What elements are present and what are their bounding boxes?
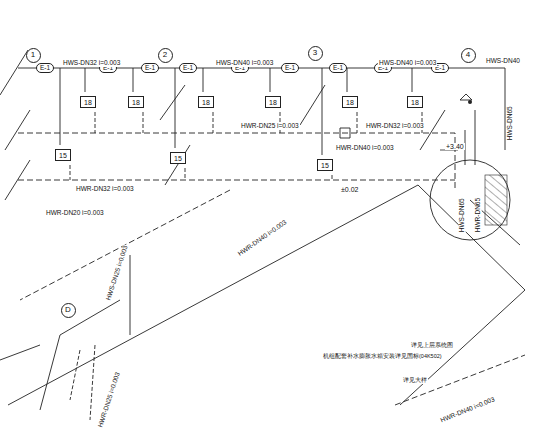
pipe-label: HWS-DN40 i=0.003: [378, 60, 437, 67]
fan-coil-box: 18: [342, 96, 358, 108]
equipment-tag: E-1: [281, 63, 299, 74]
supply-drop: [85, 68, 412, 92]
node-text: 18: [269, 99, 277, 106]
pipe-label: HWR-DN25 i=0.003: [97, 371, 122, 430]
elevation-mark: ±0.02: [340, 186, 359, 193]
pipe-label: HWR-DN65: [475, 197, 482, 233]
pipe-label: HWR-DN40 i=0.003: [236, 218, 289, 258]
pipe-label: HWR-DN25 i=0.003: [240, 123, 300, 130]
node-text: E-1: [333, 65, 343, 72]
equipment-tag: E-1: [329, 63, 347, 74]
node-text: 4: [466, 51, 470, 59]
valve-symbol: [340, 94, 472, 138]
node-text: 2: [163, 51, 167, 59]
pipe-label: HWS-DN65: [507, 105, 514, 141]
note-text: 详见上层系统图: [410, 343, 454, 349]
riser: [465, 110, 475, 165]
node-text: 18: [84, 99, 92, 106]
node-text: E-1: [285, 65, 295, 72]
axis-circle: 2: [158, 48, 173, 63]
pipe-label: HWS-DN32 i=0.003: [62, 60, 121, 67]
node-text: E-1: [145, 65, 155, 72]
pipe-label: HWR-DN40 i=0.003: [439, 396, 497, 424]
pipe: [8, 185, 525, 405]
pipe-label: HWS-DN40: [485, 58, 521, 65]
junction-dot: [468, 100, 472, 104]
pipe-label: HWS-DN65: [459, 197, 466, 233]
node-text: 15: [174, 155, 182, 162]
return-branch: [70, 165, 332, 180]
axis-circle: 3: [308, 46, 323, 61]
node-text: D: [65, 306, 71, 314]
fan-coil-box: 18: [80, 96, 96, 108]
fan-coil-box: 18: [198, 96, 214, 108]
node-text: 18: [202, 99, 210, 106]
return-main: [18, 180, 455, 181]
node-text: E-1: [183, 65, 193, 72]
node-text: E-1: [40, 65, 50, 72]
equipment-tag: E-1: [36, 63, 54, 74]
note-text: 详见大样: [402, 378, 428, 384]
fan-coil-box: 18: [407, 96, 423, 108]
node-text: 15: [321, 162, 329, 169]
fan-coil-box: 18: [128, 96, 144, 108]
pipe-label: HWR-DN20 i=0.003: [45, 210, 105, 217]
pipe: [70, 345, 95, 420]
pipe-label: HWR-DN32 i=0.003: [75, 186, 135, 193]
fan-coil-box: 15: [170, 152, 186, 164]
node-text: 18: [132, 99, 140, 106]
pipe-label: HWS-DN25 i=0.003: [105, 244, 129, 302]
iso-riser: [0, 50, 445, 200]
supply-main: [18, 68, 505, 150]
node-text: 3: [313, 49, 317, 57]
supply-drop: [60, 68, 322, 155]
node-text: 18: [411, 99, 419, 106]
fan-coil-box: 15: [55, 149, 71, 161]
node-text: 18: [346, 99, 354, 106]
axis-circle: D: [61, 303, 76, 318]
equipment-tag: E-1: [141, 63, 159, 74]
pipe-label: HWR-DN32 i=0.003: [365, 123, 425, 130]
note-text: 机组配套补水膨胀水箱安装详见国标(04K502): [322, 354, 443, 360]
fan-coil-box: 18: [265, 96, 281, 108]
node-text: 1: [31, 51, 35, 59]
fan-coil-box: 15: [317, 159, 333, 171]
pipe: [395, 355, 525, 405]
axis-circle: 1: [26, 48, 41, 63]
elevation-mark: +3.40: [445, 143, 465, 150]
axis-circle: 4: [461, 48, 476, 63]
pipe-label: HWS-DN40 i=0.003: [215, 60, 274, 67]
pipe-label: HWR-DN40 i=0.003: [335, 145, 395, 152]
hatched-wall: [485, 175, 507, 225]
return-main: [18, 133, 455, 190]
node-text: 15: [59, 152, 67, 159]
equipment-tag: E-1: [179, 63, 197, 74]
pipe: [0, 345, 40, 360]
